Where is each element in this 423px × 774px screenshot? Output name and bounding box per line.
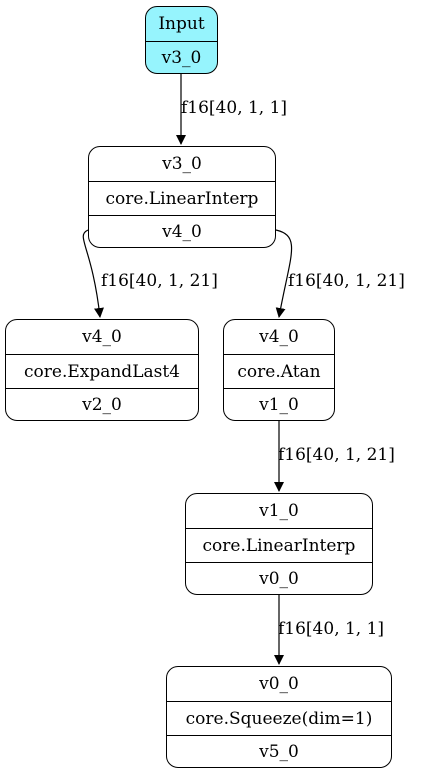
atan-node-output: v1_0 [224, 388, 334, 420]
linear-interp-node-2-op: core.LinearInterp [186, 528, 372, 562]
linear-interp-node-1-op: core.LinearInterp [89, 181, 275, 215]
linear-interp-node-1-output: v4_0 [89, 215, 275, 247]
edge-label-input-to-interp1: f16[40, 1, 1] [181, 98, 288, 118]
edge-label-interp1-to-expandlast: f16[40, 1, 21] [101, 271, 218, 291]
edge-label-interp2-to-squeeze: f16[40, 1, 1] [278, 619, 385, 639]
linear-interp-node-1-input: v3_0 [162, 154, 202, 174]
input-node-title: Input [158, 14, 205, 34]
squeeze-node: v0_0 core.Squeeze(dim=1) v5_0 [166, 666, 392, 768]
linear-interp-node-1: v3_0 core.LinearInterp v4_0 [88, 146, 276, 248]
linear-interp-node-2-input: v1_0 [259, 501, 299, 521]
edge-interp1-to-expandlast [82, 229, 104, 318]
expand-last4-node-output: v2_0 [6, 388, 198, 420]
squeeze-node-output: v5_0 [167, 735, 391, 767]
input-node-output: v3_0 [146, 41, 217, 73]
edge-label-interp1-to-atan: f16[40, 1, 21] [288, 271, 405, 291]
edge-interp1-to-atan [275, 229, 293, 318]
atan-node: v4_0 core.Atan v1_0 [223, 319, 335, 421]
linear-interp-node-2: v1_0 core.LinearInterp v0_0 [185, 493, 373, 595]
expand-last4-node: v4_0 core.ExpandLast4 v2_0 [5, 319, 199, 421]
expand-last4-node-input: v4_0 [82, 327, 122, 347]
edge-label-atan-to-interp2: f16[40, 1, 21] [278, 445, 395, 465]
input-node: Input v3_0 [145, 6, 218, 74]
atan-node-input: v4_0 [259, 327, 299, 347]
linear-interp-node-2-output: v0_0 [186, 562, 372, 594]
squeeze-node-op: core.Squeeze(dim=1) [167, 701, 391, 735]
expand-last4-node-op: core.ExpandLast4 [6, 354, 198, 388]
squeeze-node-input: v0_0 [259, 674, 299, 694]
atan-node-op: core.Atan [224, 354, 334, 388]
